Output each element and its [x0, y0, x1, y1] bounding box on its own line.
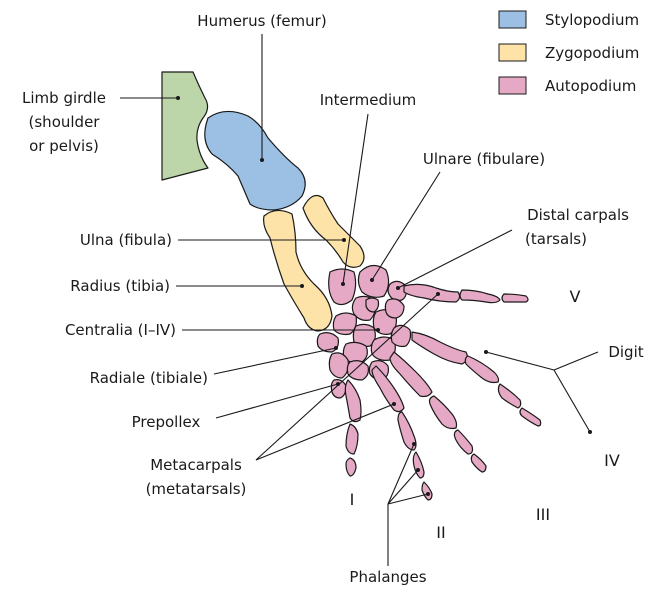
radiale-label: Radiale (tibiale) [90, 369, 208, 387]
metacarpals-leader-dot-2 [392, 402, 396, 406]
phalanx-i-1 [346, 424, 358, 454]
intermedium-bone [329, 269, 356, 305]
phalanges-leader-dot-1 [412, 442, 416, 446]
radiale-leader [214, 348, 336, 374]
carpal-bone [385, 299, 404, 318]
legend-label-stylopodium: Stylopodium [545, 11, 639, 29]
distal-carpals-leader [398, 230, 512, 288]
ulnare-label: Ulnare (fibulare) [423, 150, 545, 168]
metacarpals-label-line2: (metatarsals) [146, 480, 247, 498]
ulnare-bone [358, 265, 388, 297]
phalanges-leader-1 [388, 444, 414, 504]
radius-leader-dot [300, 284, 304, 288]
legend-item-stylopodium: Stylopodium [499, 11, 639, 29]
digit-numeral-ii: II [436, 523, 445, 542]
digit-leader-dot-b [588, 430, 592, 434]
phalanx-iv-1 [465, 356, 498, 383]
legend-label-zygopodium: Zygopodium [545, 44, 639, 62]
digit-leader-b [486, 352, 554, 370]
phalanges-leader-3 [388, 494, 428, 504]
prepollex-label: Prepollex [132, 413, 201, 431]
phalanges-label: Phalanges [349, 568, 426, 586]
legend-swatch-zygopodium [499, 44, 526, 61]
digit-iv-bones [412, 332, 541, 426]
radiale-leader-dot [334, 346, 338, 350]
intermedium-label: Intermedium [320, 91, 417, 109]
metacarpal-i [345, 380, 361, 422]
metacarpals-leader-2 [256, 404, 394, 460]
digit-numeral-v: V [570, 287, 581, 306]
digit-i-bones [345, 380, 361, 476]
metacarpal-iii [390, 352, 432, 397]
centralia-label: Centralia (I–IV) [65, 321, 176, 339]
humerus-label: Humerus (femur) [197, 12, 326, 30]
phalanx-iv-3 [520, 408, 541, 426]
distal-carpals-label-line1: Distal carpals [527, 206, 629, 224]
ulnare-leader [372, 172, 440, 280]
phalanges-leader-dot-2 [416, 468, 420, 472]
distal-carpals-leader-dot [396, 286, 400, 290]
limb-girdle-bone [162, 72, 208, 180]
phalanx-ii-3 [422, 482, 432, 500]
digit-leader-c [554, 370, 590, 432]
phalanx-iii-1 [430, 396, 457, 429]
limb-girdle-label-line1: Limb girdle [22, 89, 106, 107]
metacarpal-iv [412, 332, 467, 364]
centralia-leader-dot [376, 328, 380, 332]
phalanx-i-2 [346, 458, 356, 476]
phalanges-leader-dot-3 [426, 492, 430, 496]
carpal-bone [333, 313, 356, 335]
legend-swatch-autopodium [499, 77, 526, 94]
phalanx-iv-2 [498, 384, 520, 408]
ulna-label: Ulna (fibula) [80, 231, 172, 249]
digit-leader-a [554, 352, 598, 370]
ulnare-leader-dot [370, 278, 374, 282]
carpal-bone [347, 361, 368, 380]
radius-label: Radius (tibia) [70, 277, 170, 295]
humerus-bone [205, 111, 305, 210]
legend: Stylopodium Zygopodium Autopodium [499, 11, 639, 95]
phalanx-iii-3 [471, 454, 486, 472]
phalanx-iii-2 [454, 430, 472, 454]
legend-item-zygopodium: Zygopodium [499, 44, 639, 62]
legend-label-autopodium: Autopodium [545, 77, 636, 95]
phalanges-leader-2 [388, 470, 418, 504]
phalanx-v-2 [502, 294, 528, 302]
legend-item-autopodium: Autopodium [499, 77, 636, 95]
digit-numeral-iv: IV [604, 451, 620, 470]
digit-numeral-i: I [350, 490, 355, 509]
limb-girdle-label-line2: (shoulder [29, 113, 101, 131]
digit-label: Digit [608, 343, 643, 361]
radiale-bone [329, 353, 348, 378]
carpal-bone [366, 298, 379, 312]
phalanx-v-1 [460, 290, 500, 303]
humerus-leader-dot [260, 158, 264, 162]
distal-carpals-label-line2: (tarsals) [525, 230, 587, 248]
limb-girdle-label-line3: or pelvis) [29, 137, 99, 155]
digit-numeral-iii: III [536, 505, 550, 524]
legend-swatch-stylopodium [499, 11, 526, 28]
prepollex-leader [216, 384, 338, 418]
limb-girdle-leader-dot [176, 96, 180, 100]
ulna-leader-dot [342, 238, 346, 242]
metacarpals-leader-dot-1 [436, 292, 440, 296]
metacarpals-label-line1: Metacarpals [150, 456, 242, 474]
digit-leader-dot-a [484, 350, 488, 354]
intermedium-leader-dot [341, 282, 345, 286]
digit-v-bones [404, 284, 528, 302]
carpal-bone [391, 325, 410, 346]
